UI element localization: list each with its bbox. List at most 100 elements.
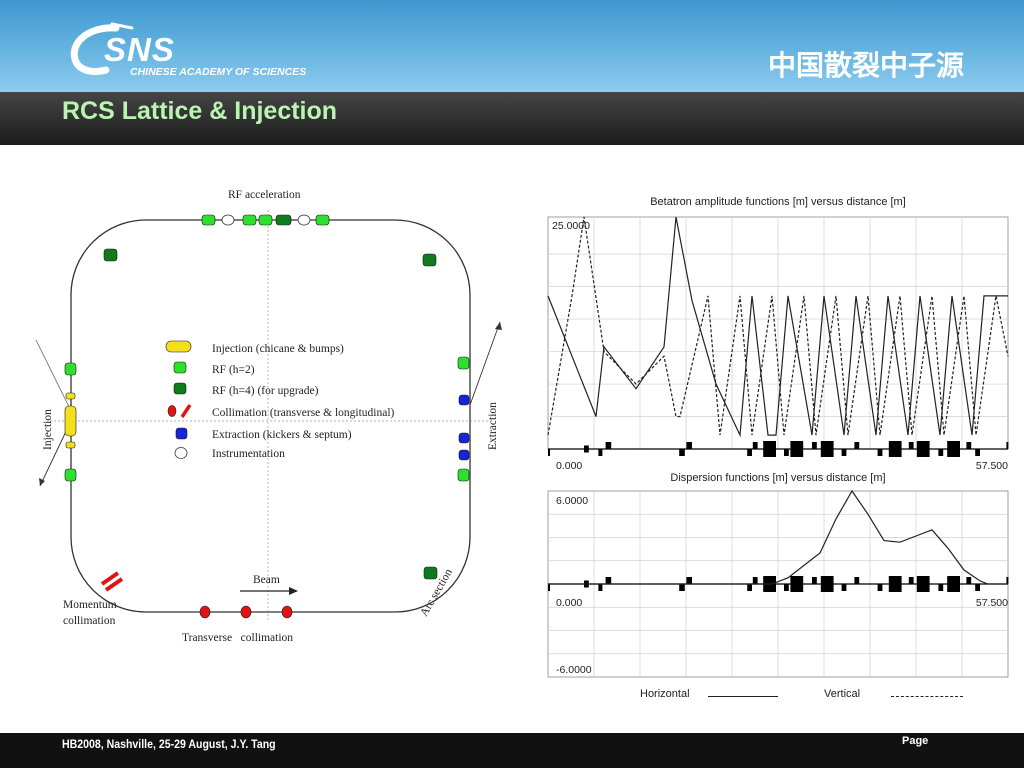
- legend-vertical-line: [891, 696, 963, 697]
- footer-page-label: Page: [902, 735, 929, 747]
- label-extraction: Extraction: [487, 402, 499, 450]
- label-injection: Injection: [42, 409, 54, 450]
- y-tick-label-top: 25.0000: [552, 220, 590, 232]
- transverse-collimator-element: [199, 605, 211, 619]
- slide-title: RCS Lattice & Injection: [62, 97, 338, 125]
- injection-arrow-icon: [39, 478, 45, 486]
- extraction-kicker-element: [458, 394, 470, 406]
- rf-h4-element: [422, 253, 437, 267]
- legend-vertical-label: Vertical: [824, 688, 861, 700]
- lattice-magnet: [605, 577, 612, 584]
- lattice-magnet: [877, 584, 883, 591]
- lattice-magnet: [1006, 577, 1009, 584]
- plot-legend: Horizontal Vertical: [548, 685, 1008, 707]
- legend-instrumentation-text: Instrumentation: [212, 448, 285, 460]
- extraction-line: [469, 321, 501, 406]
- lattice-magnet: [966, 442, 972, 449]
- dispersion-plot-title: Dispersion functions [m] versus distance…: [670, 472, 886, 484]
- lattice-magnet: [908, 442, 914, 449]
- lattice-magnet: [966, 577, 972, 584]
- label-transverse-collimation: Transverse collimation: [182, 632, 293, 644]
- lattice-magnet: [947, 441, 960, 457]
- lattice-magnet: [812, 577, 817, 584]
- footer-band: [0, 733, 1024, 768]
- sns-logo: SNS: [104, 31, 175, 68]
- header-band: [0, 0, 1024, 92]
- rf-h2-element: [242, 214, 257, 226]
- x-tick-label-end: 57.500: [976, 460, 1008, 472]
- rf-h2-element: [64, 468, 77, 482]
- lattice-magnet: [747, 584, 752, 591]
- legend-collimation-text: Collimation (transverse & longitudinal): [212, 407, 395, 419]
- lattice-magnet: [916, 576, 930, 592]
- legend-instrumentation-swatch: [174, 447, 188, 459]
- x-tick-label-end: 57.500: [976, 597, 1008, 609]
- transverse-collimator-element: [240, 605, 252, 619]
- rf-h2-element: [258, 214, 273, 226]
- lattice-magnet: [598, 584, 603, 591]
- extraction-kicker-element: [458, 432, 470, 444]
- lattice-magnet: [784, 449, 789, 456]
- rcs-ring-diagram: RF acceleration Injection Extraction Bea…: [35, 189, 502, 644]
- instrumentation-element: [297, 214, 311, 226]
- lattice-magnet: [812, 442, 817, 449]
- lattice-magnet: [975, 584, 980, 591]
- legend-rf-h4-text: RF (h=4) (for upgrade): [212, 385, 319, 397]
- lattice-magnet: [763, 441, 776, 457]
- legend-horizontal-label: Horizontal: [640, 688, 690, 700]
- lattice-magnet: [854, 442, 860, 449]
- legend-extraction-text: Extraction (kickers & septum): [212, 429, 352, 441]
- lattice-magnet: [790, 576, 804, 592]
- legend-horizontal-line: [708, 696, 778, 697]
- legend-extraction-swatch: [175, 427, 188, 440]
- rf-h2-element: [64, 362, 77, 376]
- legend-rf-h4-swatch: [173, 382, 187, 395]
- label-beam: Beam: [253, 574, 280, 586]
- y-tick-label-top: 6.0000: [556, 495, 588, 507]
- chinese-title: 中国散裂中子源: [767, 49, 964, 82]
- betatron-plot: 25.0000 0.000 57.500: [547, 216, 1009, 472]
- rf-h4-element: [103, 248, 118, 262]
- legend-collimation-swatch: [167, 405, 177, 417]
- transverse-collimator-element: [281, 605, 293, 619]
- label-momentum-collimation-1: Momentum: [63, 599, 117, 611]
- ring-legend: Injection (chicane & bumps) RF (h=2) RF …: [165, 340, 395, 460]
- lattice-magnet: [820, 441, 834, 457]
- lattice-magnet: [888, 576, 902, 592]
- legend-rf-h2-text: RF (h=2): [212, 364, 255, 376]
- beam-arrow-icon: [289, 587, 298, 595]
- lattice-magnet: [975, 449, 980, 456]
- rf-h2-element: [315, 214, 330, 226]
- label-momentum-collimation-2: collimation: [63, 615, 116, 627]
- footer-conference: HB2008, Nashville, 25-29 August, J.Y. Ta…: [62, 737, 276, 751]
- lattice-magnet: [790, 441, 804, 457]
- lattice-magnet: [888, 441, 902, 457]
- injection-bump-element: [65, 441, 76, 449]
- lattice-magnet: [820, 576, 834, 592]
- x-tick-label-start: 0.000: [556, 460, 582, 472]
- extraction-septum-element: [458, 449, 470, 461]
- legend-collimation-slash-icon: [180, 404, 192, 418]
- lattice-magnet: [1006, 442, 1009, 449]
- sns-logo-subtitle: CHINESE ACADEMY OF SCIENCES: [130, 66, 307, 78]
- lattice-magnet: [752, 577, 758, 584]
- injection-chicane-element: [64, 405, 77, 437]
- legend-injection-swatch: [165, 340, 192, 353]
- series-line-vertical: [547, 216, 1009, 436]
- lattice-magnet: [938, 584, 944, 591]
- lattice-magnet: [686, 577, 692, 584]
- lattice-magnet: [841, 449, 847, 456]
- lattice-magnet: [916, 441, 930, 457]
- series-line-horizontal: [548, 489, 1008, 585]
- legend-rf-h2-swatch: [173, 361, 187, 374]
- lattice-magnet: [854, 577, 860, 584]
- lattice-magnet: [947, 576, 960, 592]
- rf-h2-element: [457, 468, 470, 482]
- instrumentation-element: [221, 214, 235, 226]
- rf-h2-element: [457, 356, 470, 370]
- legend-injection-text: Injection (chicane & bumps): [212, 343, 344, 355]
- rf-h2-element: [201, 214, 216, 226]
- lattice-magnet: [605, 442, 612, 449]
- lattice-magnet: [679, 584, 685, 591]
